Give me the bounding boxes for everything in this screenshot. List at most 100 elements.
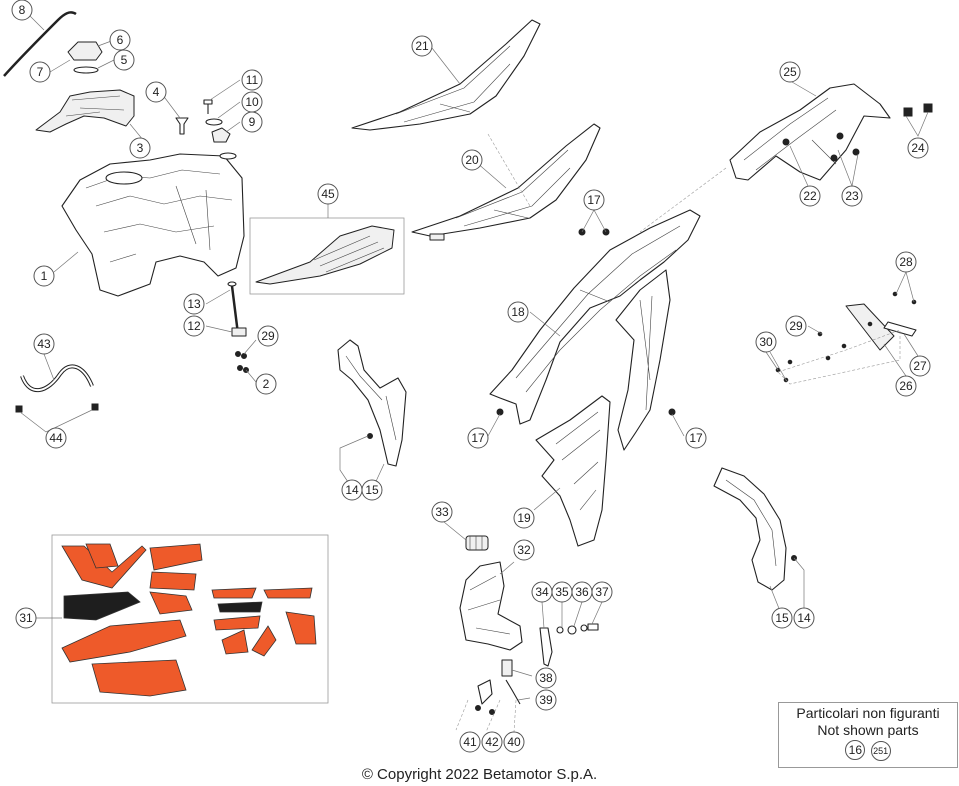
callout-10: 10 xyxy=(241,91,263,113)
svg-text:17: 17 xyxy=(587,193,601,207)
fuel-cap xyxy=(67,41,103,74)
callout-22: 22 xyxy=(799,185,821,207)
svg-text:29: 29 xyxy=(261,329,275,343)
svg-text:11: 11 xyxy=(246,73,259,87)
svg-text:43: 43 xyxy=(37,337,51,351)
svg-text:37: 37 xyxy=(595,585,609,599)
svg-text:15: 15 xyxy=(775,611,789,625)
frame-guard-left xyxy=(337,339,407,467)
callout-9: 9 xyxy=(241,111,263,133)
callout-36: 36 xyxy=(571,581,593,603)
callout-44: 44 xyxy=(45,427,67,449)
svg-text:33: 33 xyxy=(435,505,449,519)
callout-14a: 14 xyxy=(341,479,363,501)
callout-40: 40 xyxy=(503,731,525,753)
callout-30: 30 xyxy=(755,331,777,353)
callout-15a: 15 xyxy=(361,479,383,501)
svg-text:21: 21 xyxy=(415,39,429,53)
note-part-numbers: 16 251 xyxy=(779,740,957,761)
vent-hose xyxy=(15,364,99,413)
callout-17c: 17 xyxy=(685,427,707,449)
callout-28: 28 xyxy=(895,251,917,273)
callout-19: 19 xyxy=(513,507,535,529)
seat-20 xyxy=(411,123,601,241)
part-45-frame xyxy=(249,217,405,295)
airbox xyxy=(459,535,523,651)
callout-34: 34 xyxy=(531,581,553,603)
callout-31: 31 xyxy=(15,607,37,629)
note-italian: Particolari non figuranti xyxy=(796,705,940,721)
callout-4: 4 xyxy=(145,81,167,103)
svg-text:14: 14 xyxy=(797,611,811,625)
svg-text:17: 17 xyxy=(689,431,703,445)
svg-text:10: 10 xyxy=(245,95,259,109)
svg-text:22: 22 xyxy=(803,189,817,203)
fuel-tank xyxy=(61,152,245,297)
callout-42: 42 xyxy=(481,731,503,753)
seat-21 xyxy=(351,19,541,131)
breather-hose xyxy=(3,11,77,77)
callout-12: 12 xyxy=(183,315,205,337)
svg-text:39: 39 xyxy=(539,693,553,707)
not-shown-parts-box: Particolari non figuranti Not shown part… xyxy=(778,702,958,768)
callout-6: 6 xyxy=(109,29,131,51)
callout-8: 8 xyxy=(11,0,33,21)
callout-29a: 29 xyxy=(257,325,279,347)
svg-text:20: 20 xyxy=(465,153,479,167)
svg-text:5: 5 xyxy=(121,53,128,67)
svg-text:34: 34 xyxy=(535,585,549,599)
callout-35: 35 xyxy=(551,581,573,603)
svg-text:14: 14 xyxy=(345,483,359,497)
callout-16: 16 xyxy=(845,740,866,760)
svg-text:38: 38 xyxy=(539,671,553,685)
side-panel-19 xyxy=(535,395,611,547)
callout-32: 32 xyxy=(513,539,535,561)
svg-text:4: 4 xyxy=(153,85,160,99)
svg-text:41: 41 xyxy=(463,735,477,749)
callout-37: 37 xyxy=(591,581,613,603)
callout-14b: 14 xyxy=(793,607,815,629)
frame-guard-right xyxy=(713,467,797,591)
callout-17b: 17 xyxy=(467,427,489,449)
svg-text:26: 26 xyxy=(899,379,913,393)
svg-text:35: 35 xyxy=(555,585,569,599)
callout-38: 38 xyxy=(535,667,557,689)
svg-text:40: 40 xyxy=(507,735,521,749)
svg-text:31: 31 xyxy=(19,611,33,625)
side-panel-18 xyxy=(489,209,701,451)
callout-7: 7 xyxy=(29,61,51,83)
svg-text:17: 17 xyxy=(471,431,485,445)
svg-text:13: 13 xyxy=(187,297,201,311)
callout-18: 18 xyxy=(507,301,529,323)
svg-text:24: 24 xyxy=(911,141,925,155)
callout-43: 43 xyxy=(33,333,55,355)
svg-text:12: 12 xyxy=(187,319,201,333)
callout-5: 5 xyxy=(113,49,135,71)
copyright-text: © Copyright 2022 Betamotor S.p.A. xyxy=(361,766,598,783)
svg-text:9: 9 xyxy=(249,115,256,129)
svg-text:2: 2 xyxy=(263,377,270,391)
callout-39: 39 xyxy=(535,689,557,711)
svg-text:18: 18 xyxy=(511,305,525,319)
svg-text:32: 32 xyxy=(517,543,531,557)
callout-21: 21 xyxy=(411,35,433,57)
svg-text:44: 44 xyxy=(49,431,63,445)
callout-2: 2 xyxy=(255,373,277,395)
callout-45: 45 xyxy=(317,183,339,205)
fuel-tap-rod xyxy=(227,281,249,373)
decal-kit-frame xyxy=(51,534,329,704)
svg-text:28: 28 xyxy=(899,255,913,269)
callout-20: 20 xyxy=(461,149,483,171)
callout-17a: 17 xyxy=(583,189,605,211)
airbox-hardware xyxy=(475,623,599,715)
callout-26: 26 xyxy=(895,375,917,397)
callout-23: 23 xyxy=(841,185,863,207)
svg-text:6: 6 xyxy=(117,33,124,47)
callout-25: 25 xyxy=(779,61,801,83)
plate-bracket xyxy=(775,291,917,383)
svg-text:15: 15 xyxy=(365,483,379,497)
tank-hardware xyxy=(175,99,231,143)
callout-27: 27 xyxy=(909,355,931,377)
callout-33: 33 xyxy=(431,501,453,523)
tank-cover xyxy=(35,89,135,133)
